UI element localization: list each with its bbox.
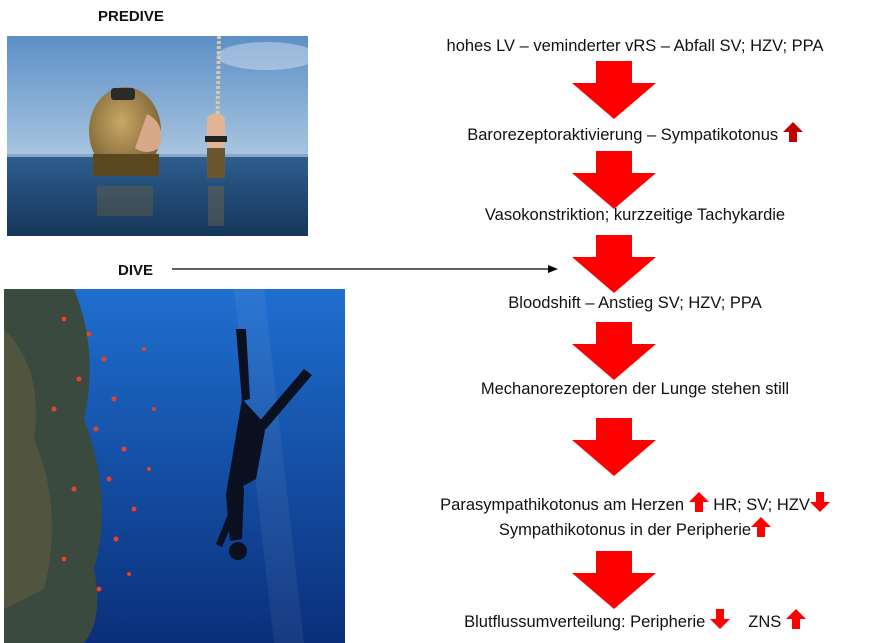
parasympathikotonus-up-icon <box>689 492 709 512</box>
step-7: Blutflussumverteilung: Peripherie ZNS <box>370 609 894 632</box>
flow-arrow-1 <box>572 61 656 119</box>
step-3-text: Vasokonstriktion; kurzzeitige Tachykardi… <box>370 206 894 225</box>
flow-arrow-3 <box>572 235 656 293</box>
dive-photo <box>4 289 345 643</box>
dive-connector-arrow <box>170 259 570 279</box>
sympatikotonus-up-icon <box>783 122 803 142</box>
flow-arrow-4 <box>572 322 656 380</box>
hzv-down-icon <box>810 492 830 512</box>
predive-photo <box>7 36 308 236</box>
step-6-hr-text: HR; SV; HZV <box>713 496 810 514</box>
dive-label: DIVE <box>118 262 153 279</box>
flow-arrow-2 <box>572 151 656 209</box>
sympathikotonus-periphery-up-icon <box>751 517 771 537</box>
step-6-sympathikotonus-text: Sympathikotonus in der Peripherie <box>499 521 751 539</box>
predive-label: PREDIVE <box>98 8 164 25</box>
flow-arrow-5 <box>572 418 656 476</box>
flow-arrow-6 <box>572 551 656 609</box>
step-6-parasympathikotonus-text: Parasympathikotonus am Herzen <box>440 496 684 514</box>
step-7-peripherie-text: Blutflussumverteilung: Peripherie <box>464 613 705 631</box>
peripherie-down-icon <box>710 609 730 629</box>
step-7-zns-text: ZNS <box>748 613 781 631</box>
step-6-line-2: Sympathikotonus in der Peripherie <box>370 517 894 540</box>
zns-up-icon <box>786 609 806 629</box>
step-5-text: Mechanorezeptoren der Lunge stehen still <box>370 380 894 399</box>
step-1-text: hohes LV – veminderter vRS – Abfall SV; … <box>370 37 894 56</box>
step-2: Barorezeptoraktivierung – Sympatikotonus <box>370 122 894 145</box>
step-2-text: Barorezeptoraktivierung – Sympatikotonus <box>467 126 778 144</box>
step-4-text: Bloodshift – Anstieg SV; HZV; PPA <box>370 294 894 313</box>
step-6-line-1: Parasympathikotonus am Herzen HR; SV; HZ… <box>370 492 894 515</box>
